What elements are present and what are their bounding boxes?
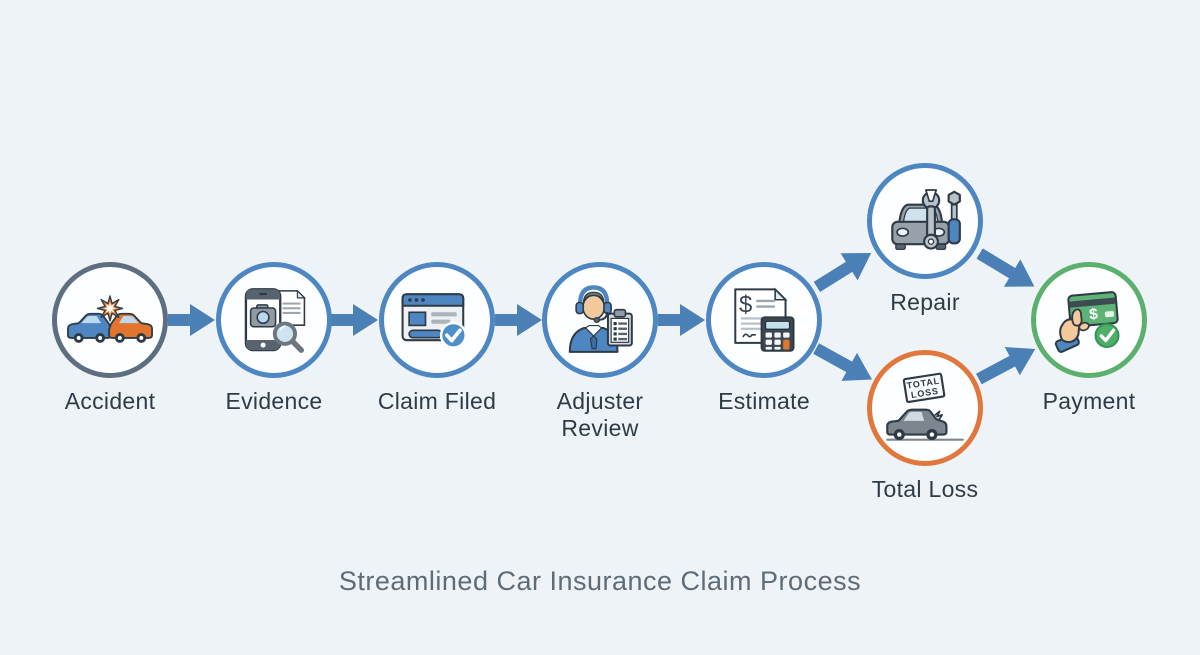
clipboard-icon [606, 308, 633, 347]
camera-icon [249, 303, 277, 328]
document [277, 288, 306, 326]
orange-car [108, 312, 153, 343]
flow-node-adjuster-review: Adjuster Review [542, 262, 658, 441]
check-badge-icon [439, 321, 467, 349]
node-label-claim-filed: Claim Filed [377, 388, 497, 414]
photo-evidence-icon [244, 287, 306, 353]
estimate-calculator-icon: $ [734, 286, 795, 352]
flow-node-accident: Accident [52, 262, 168, 414]
arrow-total-loss-to-payment [970, 332, 1044, 396]
flow-node-claim-filed: Claim Filed [378, 262, 496, 414]
smartphone [244, 287, 282, 351]
repair-circle [867, 163, 983, 279]
node-label-repair: Repair [890, 289, 960, 315]
card-dollar-sign: $ [1088, 306, 1098, 324]
total-loss-sign: TOTAL LOSS [902, 372, 946, 404]
flow-node-payment: $ Payment [1031, 262, 1147, 414]
claim-form-icon [401, 292, 467, 349]
diagram-title: Streamlined Car Insurance Claim Process [338, 566, 862, 596]
sign-text-loss: LOSS [910, 386, 939, 400]
evidence-circle [216, 262, 332, 378]
arrow-repair-to-payment [970, 237, 1044, 303]
car-repair-tools-icon [891, 189, 961, 251]
payment-circle: $ [1031, 262, 1147, 378]
node-label-evidence: Evidence [225, 388, 323, 414]
car-front [891, 203, 951, 251]
hand [1054, 308, 1090, 353]
claim-filed-circle [379, 262, 495, 378]
damaged-car [886, 408, 948, 441]
total-loss-car-icon: TOTAL LOSS [886, 372, 964, 441]
flow-node-estimate: $ Estimate [706, 262, 822, 414]
node-label-adjuster-review: Adjuster Review [556, 388, 644, 442]
blue-car [67, 312, 112, 343]
payment-card-hand-icon: $ [1054, 291, 1120, 353]
flow-node-evidence: Evidence [216, 262, 332, 414]
calculator-icon [760, 315, 795, 352]
magnifier-icon [272, 321, 305, 353]
check-badge-icon [1094, 323, 1120, 349]
arrow-adjuster-review-to-estimate [658, 301, 705, 339]
arrow-estimate-to-repair [807, 237, 881, 303]
support-agent [568, 285, 619, 353]
estimate-circle: $ [706, 262, 822, 378]
adjuster-headset-icon [568, 285, 633, 353]
arrow-claim-filed-to-adjuster-review [495, 301, 542, 339]
total-loss-circle: TOTAL LOSS [867, 350, 983, 466]
car-crash-icon [67, 294, 153, 343]
flow-node-repair: Repair [867, 163, 983, 315]
node-label-accident: Accident [64, 388, 156, 414]
accident-circle [52, 262, 168, 378]
screwdriver-icon [947, 190, 961, 245]
node-label-estimate: Estimate [718, 388, 810, 414]
adjuster-review-circle [542, 262, 658, 378]
node-label-total-loss: Total Loss [871, 476, 979, 502]
arrow-evidence-to-claim-filed [331, 301, 378, 339]
collision-burst [96, 294, 124, 322]
wrench-icon [921, 189, 941, 250]
arrow-accident-to-evidence [168, 301, 215, 339]
dollar-sign: $ [739, 291, 752, 318]
node-label-payment: Payment [1042, 388, 1136, 414]
flow-node-total-loss: TOTAL LOSS Total Loss [867, 350, 983, 502]
arrow-estimate-to-total-loss [807, 332, 881, 396]
